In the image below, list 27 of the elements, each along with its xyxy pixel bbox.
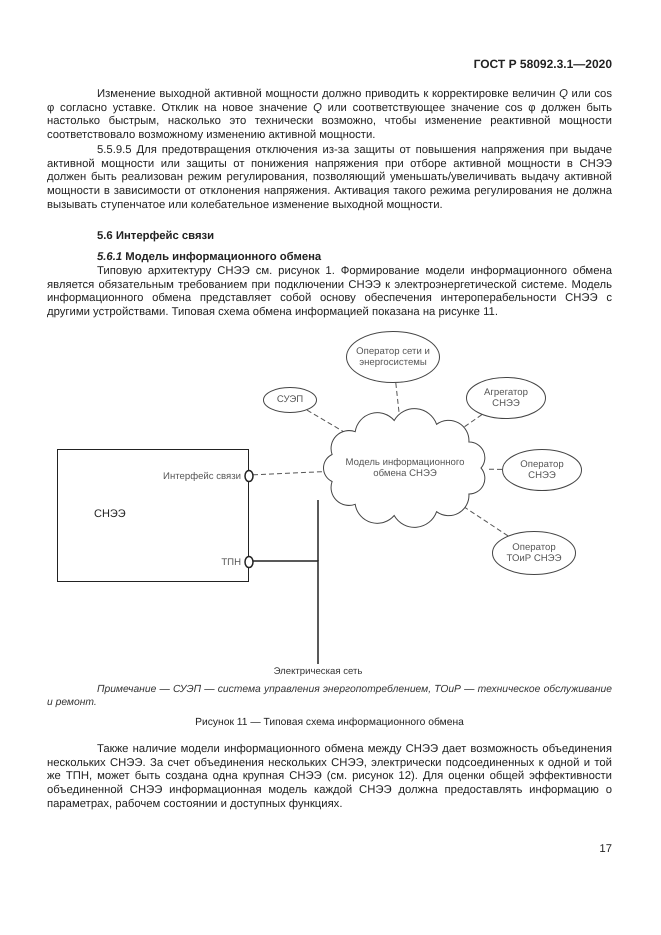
node-label: Модель информационного обмена СНЭЭ — [345, 456, 465, 480]
port-label: ТПН — [221, 556, 241, 568]
node-label: Агрегатор СНЭЭ — [483, 386, 529, 410]
dashed-connector — [252, 471, 323, 476]
body-paragraph: 5.5.9.5 Для предотвращения отключения из-за защиты от повышения напряжения при выдаче активной мощности или защиты от понижения напряжения при отборе активной мощности в СНЭЭ должен быть реализован режим регулирования, позволяющий уменьшать/увеличивать выдачу активной мощности в зависимости от отклонения напряжения. Активация такого режима регулирования не должна вызывать ступенчатое или колебательное изменение выходной мощности. — [47, 144, 612, 213]
subsection-heading: 5.6.1 Модель информационного обмена — [96, 251, 322, 265]
connector-line — [253, 560, 319, 664]
page-number: 17 — [598, 843, 612, 857]
bus-label: Электрическая сеть — [272, 666, 364, 677]
dashed-connector — [488, 468, 502, 470]
node-label: Оператор СНЭЭ — [519, 458, 565, 482]
figure-caption: Рисунок 11 — Типовая схема информационного обмена — [194, 716, 465, 730]
page-header: ГОСТ Р 58092.3.1—2020 — [472, 58, 612, 72]
dashed-connector — [462, 414, 482, 429]
box-label: СНЭЭ — [94, 508, 126, 520]
dashed-connector — [463, 506, 508, 536]
port-label: Интерфейс связи — [163, 470, 241, 482]
body-paragraph: Типовую архитектуру СНЭЭ см. рисунок 1. Формирование модели информационного обмена является обязательным требованием при подключении СНЭЭ к электроэнергетической системе. Модель информационного обмена представляет собой основу обеспечения интероперабельности СНЭЭ с другими устройствами. Типовая схема обмена информацией показана на рисунке 11. — [47, 265, 612, 320]
body-paragraph: Также наличие модели информационного обмена между СНЭЭ дает возможность объединения нескольких СНЭЭ. За счет объединения нескольких СНЭЭ, электрически подсоединенных к одной и той же ТПН, может быть создана одна крупная СНЭЭ (см. рисунок 12). Для оценки общей эффективности объединенной СНЭЭ информационная модель каждой СНЭЭ должна предоставлять информацию о параметрах, рабочем состоянии и доступных функциях. — [47, 743, 612, 812]
note-text: Примечание — СУЭП — система управления энергопотреблением, ТОиР — техническое обслуживание и ремонт. — [47, 684, 612, 709]
section-heading: 5.6 Интерфейс связи — [96, 230, 216, 244]
body-paragraph: Изменение выходной активной мощности должно приводить к корректировке величин Q или cos φ согласно уставке. Отклик на новое значение Q или соответствующее значение cos φ должен быть настолько быстрым, насколько это технически возможно, чтобы изменение реактивной мощности соответствовало возможному изменению активной мощности. — [47, 88, 612, 143]
node-label: Оператор ТОиР СНЭЭ — [506, 542, 562, 564]
dashed-connector — [306, 410, 344, 432]
dashed-connector — [395, 382, 400, 414]
node-label: СУЭП — [276, 394, 304, 406]
node-label: Оператор сети и энергосистемы — [355, 346, 431, 368]
